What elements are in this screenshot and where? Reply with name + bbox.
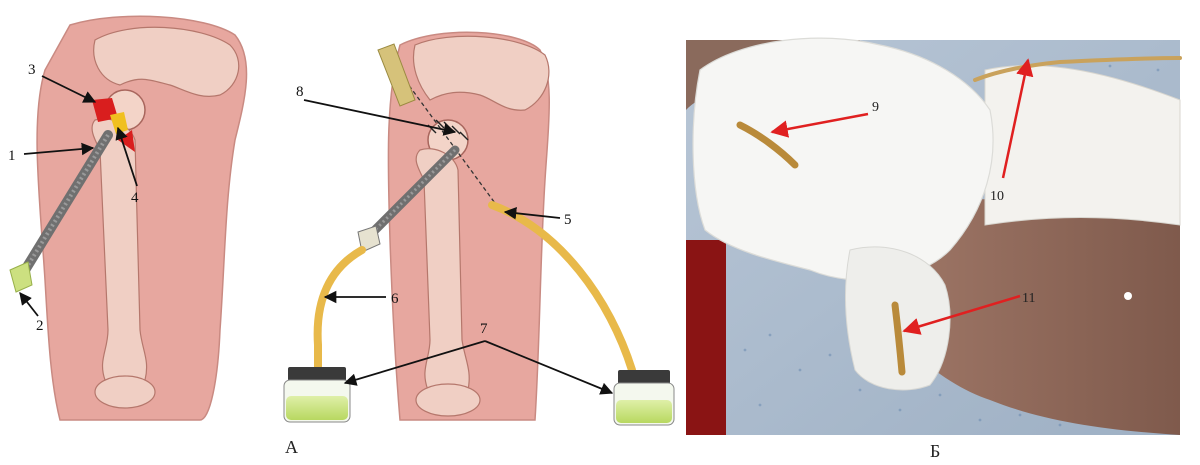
callout-label-6: 6	[391, 291, 399, 307]
gauze-dressing-large	[693, 38, 993, 280]
callout-label-9: 9	[872, 100, 879, 115]
callout-label-1: 1	[8, 148, 16, 164]
callout-label-5: 5	[564, 212, 572, 228]
callout-label-7: 7	[480, 321, 488, 337]
drain-tip-green	[10, 262, 32, 292]
white-marker-dot	[1124, 292, 1132, 300]
red-cloth	[686, 240, 726, 435]
splint-bandage	[985, 65, 1180, 225]
knee-joint	[95, 376, 155, 408]
callout-label-4: 4	[131, 190, 139, 206]
callout-label-10: 10	[990, 189, 1004, 204]
callout-label-8: 8	[296, 84, 304, 100]
knee-joint-2	[416, 384, 480, 416]
panel-label-a: А	[285, 437, 298, 458]
panel-label-b: Б	[930, 441, 940, 462]
callout-label-11: 11	[1022, 291, 1035, 306]
callout-arrow-2	[20, 293, 38, 316]
collection-jar-left	[284, 367, 350, 422]
collection-jar-right	[614, 370, 674, 425]
callout-label-2: 2	[36, 318, 44, 334]
callout-label-3: 3	[28, 62, 36, 78]
yellow-tube-left	[318, 250, 362, 368]
clinical-photo	[686, 38, 1180, 435]
hip-illustration-flow-drainage	[284, 32, 674, 425]
